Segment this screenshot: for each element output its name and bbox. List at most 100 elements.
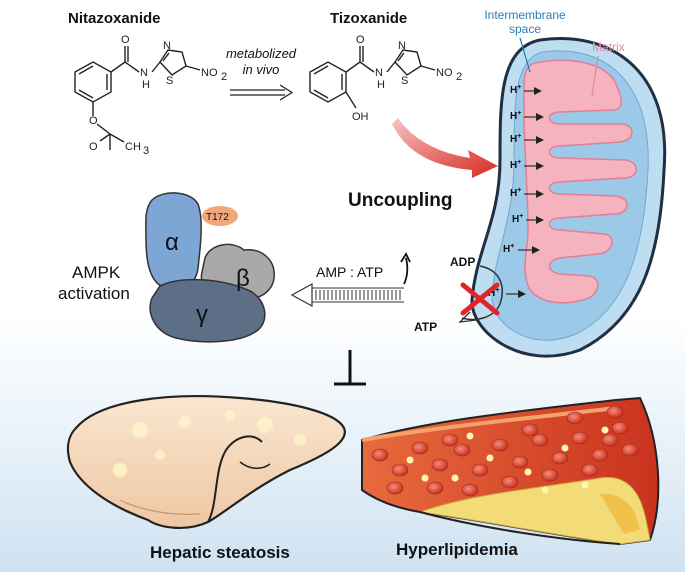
svg-text:S: S <box>166 75 173 87</box>
mito-matrix <box>523 59 637 304</box>
proton-arrows <box>506 87 544 298</box>
svg-text:OH: OH <box>352 111 369 123</box>
red-blood-cell <box>441 433 459 447</box>
svg-text:O: O <box>356 34 365 46</box>
red-blood-cell <box>426 481 444 495</box>
t172-label: T172 <box>206 212 229 223</box>
lipid-droplet <box>451 474 459 482</box>
ampk-gamma-subunit <box>149 278 266 343</box>
red-blood-cell <box>453 443 471 457</box>
red-blood-cell <box>521 423 539 437</box>
svg-text:3: 3 <box>143 145 149 157</box>
svg-text:O: O <box>89 141 98 153</box>
svg-text:H+: H+ <box>503 243 514 255</box>
svg-text:N: N <box>163 40 171 52</box>
intermembrane-line1: Intermembrane <box>484 8 566 22</box>
svg-text:H+: H+ <box>510 110 521 122</box>
up-arrow-icon <box>400 252 411 285</box>
red-blood-cell <box>581 463 599 477</box>
hepatic-steatosis-caption: Hepatic steatosis <box>150 543 290 562</box>
svg-text:H: H <box>142 79 150 91</box>
intermembrane-label: Intermembrane space <box>470 8 580 36</box>
ampk-beta-label: β <box>236 265 250 292</box>
nitazoxanide-atoms: O N H N S NO 2 O O CH 3 <box>89 34 227 157</box>
atp-label: ATP <box>414 320 437 334</box>
red-blood-cell <box>601 433 619 447</box>
svg-text:H+: H+ <box>510 133 521 145</box>
intermembrane-line2: space <box>508 22 542 36</box>
svg-text:NO: NO <box>201 67 218 79</box>
svg-text:H+: H+ <box>510 187 521 199</box>
metabolized-arrow <box>230 84 294 101</box>
red-blood-cell <box>411 441 429 455</box>
svg-text:O: O <box>121 34 130 46</box>
lipid-droplet <box>466 432 474 440</box>
red-blood-cell <box>491 438 509 452</box>
svg-text:H+: H+ <box>510 84 521 96</box>
t172-site <box>202 206 238 226</box>
blood-vessel-illustration <box>361 396 660 546</box>
tizoxanide-structure <box>309 46 436 109</box>
lipid-droplet <box>486 454 494 462</box>
svg-text:H+: H+ <box>510 159 521 171</box>
red-blood-cell <box>511 455 529 469</box>
atp-synthase <box>458 265 503 323</box>
red-blood-cell <box>371 448 389 462</box>
svg-text:N: N <box>375 67 383 79</box>
nitazoxanide-structure <box>74 46 201 150</box>
red-blood-cell <box>391 463 409 477</box>
red-blood-cell <box>611 421 629 435</box>
red-blood-cell <box>431 458 449 472</box>
ampk-line2: activation <box>58 284 130 303</box>
red-blood-cell <box>386 481 404 495</box>
amp-atp-arrow <box>290 282 404 308</box>
red-blood-cell <box>471 463 489 477</box>
red-blood-cell <box>591 448 609 462</box>
metabolized-line1: metabolized <box>225 46 297 61</box>
lipid-droplet <box>421 474 429 482</box>
matrix-label: Matrix <box>592 40 625 54</box>
ampk-gamma-label: γ <box>196 301 208 328</box>
red-curved-arrow <box>392 118 498 178</box>
svg-text:H+: H+ <box>512 213 523 225</box>
tizoxanide-atoms: O N H N S NO 2 OH <box>352 34 462 123</box>
lipid-droplet <box>541 486 549 494</box>
inhibition-icon <box>334 350 366 386</box>
red-blood-cell <box>571 431 589 445</box>
svg-text:2: 2 <box>221 71 227 83</box>
svg-text:N: N <box>398 40 406 52</box>
red-blood-cell <box>501 475 519 489</box>
lipid-droplet <box>601 426 609 434</box>
lipid-droplet <box>406 456 414 464</box>
liver-illustration <box>66 395 346 530</box>
svg-text:S: S <box>401 75 408 87</box>
tizoxanide-title: Tizoxanide <box>330 10 408 27</box>
svg-text:O: O <box>89 115 98 127</box>
svg-text:H+: H+ <box>488 287 499 299</box>
svg-text:NO: NO <box>436 67 453 79</box>
svg-text:2: 2 <box>456 71 462 83</box>
uncoupling-label: Uncoupling <box>348 190 453 211</box>
lipid-droplet <box>524 468 532 476</box>
lipid-droplet <box>561 444 569 452</box>
red-blood-cell <box>606 405 624 419</box>
svg-text:N: N <box>140 67 148 79</box>
proton-labels: H+ H+ H+ H+ H+ H+ H+ H+ <box>488 84 523 299</box>
red-blood-cell <box>461 483 479 497</box>
red-blood-cell <box>566 411 584 425</box>
svg-text:CH: CH <box>125 141 141 153</box>
red-blood-cell <box>531 433 549 447</box>
ampk-line1: AMPK <box>72 263 121 282</box>
svg-text:H: H <box>377 79 385 91</box>
red-blood-cell <box>551 451 569 465</box>
hyperlipidemia-caption: Hyperlipidemia <box>396 540 518 559</box>
ampk-complex <box>145 192 275 343</box>
nitazoxanide-title: Nitazoxanide <box>68 10 161 27</box>
red-blood-cell <box>621 443 639 457</box>
ampk-activation-label: AMPK activation <box>58 262 130 304</box>
metabolized-line2: in vivo <box>242 62 280 77</box>
amp-atp-ratio: AMP : ATP <box>316 264 383 280</box>
adp-label: ADP <box>450 255 475 269</box>
metabolized-label: metabolized in vivo <box>222 46 300 78</box>
